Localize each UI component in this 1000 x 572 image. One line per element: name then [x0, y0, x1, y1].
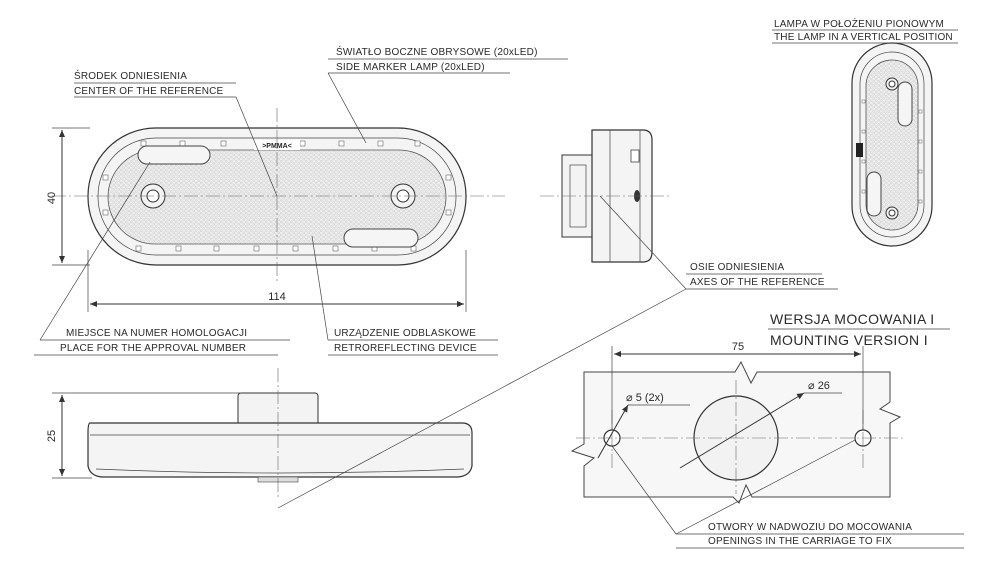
mounting-version-title: WERSJA MOCOWANIA I MOUNTING VERSION I [768, 311, 950, 348]
svg-text:SIDE MARKER LAMP (20xLED): SIDE MARKER LAMP (20xLED) [336, 62, 485, 73]
vertical-view [851, 42, 933, 247]
dimension-depth-value: 25 [46, 430, 58, 442]
callout-axes-reference: OSIE ODNIESIENIA AXES OF THE REFERENCE [277, 195, 838, 509]
svg-text:LAMPA W POŁOŻENIU PIONOWYM: LAMPA W POŁOŻENIU PIONOWYM [774, 17, 944, 30]
svg-text:OPENINGS IN THE CARRIAGE TO FI: OPENINGS IN THE CARRIAGE TO FIX [708, 536, 892, 547]
callout-retroreflecting: URZĄDZENIE ODBLASKOWE RETROREFLECTING DE… [311, 235, 498, 356]
callout-side-marker: ŚWIATŁO BOCZNE OBRYSOWE (20xLED) SIDE MA… [327, 45, 568, 144]
dimension-hole-small: ⌀ 5 (2x) [626, 392, 664, 404]
svg-text:MOUNTING VERSION I: MOUNTING VERSION I [770, 332, 928, 348]
svg-text:OSIE ODNIESIENIA: OSIE ODNIESIENIA [690, 262, 784, 273]
svg-text:MIEJSCE NA NUMER HOMOLOGACJI: MIEJSCE NA NUMER HOMOLOGACJI [66, 328, 247, 339]
svg-text:ŚRODEK ODNIESIENIA: ŚRODEK ODNIESIENIA [74, 69, 187, 82]
callout-center-reference: ŚRODEK ODNIESIENIA CENTER OF THE REFEREN… [74, 69, 278, 197]
svg-text:URZĄDZENIE ODBLASKOWE: URZĄDZENIE ODBLASKOWE [334, 328, 476, 339]
svg-text:RETROREFLECTING DEVICE: RETROREFLECTING DEVICE [334, 343, 477, 354]
mounting-template [570, 360, 905, 504]
plan-view [87, 368, 473, 500]
svg-text:ŚWIATŁO BOCZNE OBRYSOWE (20xLE: ŚWIATŁO BOCZNE OBRYSOWE (20xLED) [336, 45, 538, 58]
callout-approval-number: MIEJSCE NA NUMER HOMOLOGACJI PLACE FOR T… [34, 161, 290, 356]
dimension-depth: 25 [46, 392, 240, 479]
svg-text:CENTER OF THE REFERENCE: CENTER OF THE REFERENCE [74, 86, 224, 97]
dimension-spacing: 75 [611, 341, 864, 430]
side-view [540, 129, 672, 263]
dimension-width: 114 [87, 250, 467, 312]
svg-text:OTWORY W NADWOZIU DO MOCOWANIA: OTWORY W NADWOZIU DO MOCOWANIA [708, 522, 912, 533]
led-windows [102, 140, 452, 252]
dimension-width-value: 114 [268, 291, 286, 303]
dimension-height: 40 [46, 127, 90, 266]
svg-text:WERSJA MOCOWANIA I: WERSJA MOCOWANIA I [770, 311, 935, 327]
svg-text:THE LAMP IN A VERTICAL POSITIO: THE LAMP IN A VERTICAL POSITION [774, 32, 953, 43]
dimension-height-value: 40 [46, 192, 58, 204]
front-view: >PMMA< [52, 108, 505, 282]
svg-text:PLACE FOR THE APPROVAL NUMBER: PLACE FOR THE APPROVAL NUMBER [60, 343, 246, 354]
pmma-mark: >PMMA< [262, 143, 292, 150]
svg-text:AXES OF THE REFERENCE: AXES OF THE REFERENCE [690, 277, 825, 288]
callout-vertical-position: LAMPA W POŁOŻENIU PIONOWYM THE LAMP IN A… [772, 17, 958, 44]
dimension-hole-large: ⌀ 26 [808, 380, 830, 392]
callout-openings: OTWORY W NADWOZIU DO MOCOWANIA OPENINGS … [611, 439, 964, 549]
dimension-spacing-value: 75 [732, 341, 744, 353]
